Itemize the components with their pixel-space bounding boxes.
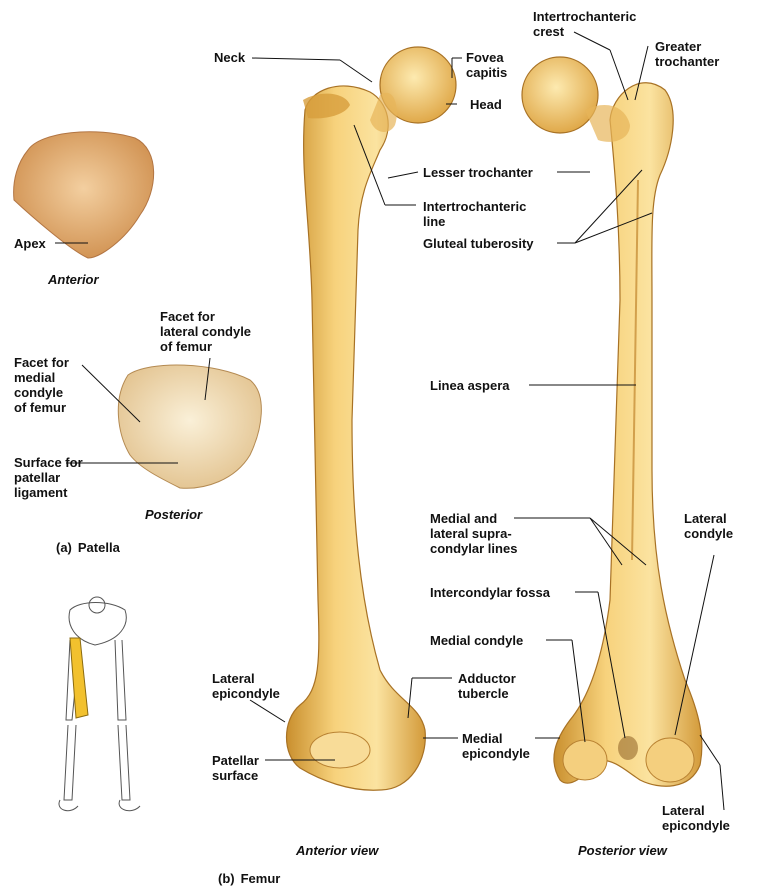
patella-posterior-caption: Posterior [145,507,202,522]
femur-caption-letter: (b) [218,871,235,886]
femur-posterior-caption: Posterior view [578,843,667,858]
femur-posterior [522,57,702,786]
label-medial-condyle: Medial condyle [430,633,523,648]
label-lateral-condyle: Lateral condyle [684,511,733,541]
patella-caption-letter: (a) [56,540,72,555]
label-intercondylar-fossa: Intercondylar fossa [430,585,550,600]
patella-posterior [118,365,261,488]
label-neck: Neck [214,50,245,65]
label-fovea-capitis: Fovea capitis [466,50,507,80]
patella-caption-text: Patella [78,540,120,555]
label-medial-epicondyle: Medial epicondyle [462,731,530,761]
leader-lateral-epi-ant [250,700,285,722]
skeleton-thumbnail [59,597,140,811]
label-intertrochanteric-crest: Intertrochanteric crest [533,9,636,39]
label-lesser-trochanter: Lesser trochanter [423,165,533,180]
label-intertrochanteric-line: Intertrochanteric line [423,199,526,229]
label-facet-lateral-condyle: Facet for lateral condyle of femur [160,309,251,354]
label-lateral-epicondyle-anterior: Lateral epicondyle [212,671,280,701]
label-greater-trochanter: Greater trochanter [655,39,719,69]
label-adductor-tubercle: Adductor tubercle [458,671,516,701]
label-surface-patellar-ligament: Surface for patellar ligament [14,455,83,500]
leader-neck [252,58,340,60]
label-apex: Apex [14,236,46,251]
femur-anterior [287,47,457,790]
highlighted-femur [70,638,88,718]
label-supracondylar-lines: Medial and lateral supra- condylar lines [430,511,517,556]
femur-caption: (b) Femur [218,871,280,886]
femur-caption-text: Femur [241,871,281,886]
label-lateral-epicondyle-posterior: Lateral epicondyle [662,803,730,833]
patella-caption: (a) Patella [56,540,120,555]
label-linea-aspera: Linea aspera [430,378,510,393]
leader-lesser-troch [388,172,418,178]
label-patellar-surface: Patellar surface [212,753,259,783]
patella-anterior-caption: Anterior [48,272,99,287]
label-gluteal-tuberosity: Gluteal tuberosity [423,236,534,251]
label-facet-medial-condyle: Facet for medial condyle of femur [14,355,69,415]
label-head: Head [470,97,502,112]
femur-anterior-caption: Anterior view [296,843,378,858]
